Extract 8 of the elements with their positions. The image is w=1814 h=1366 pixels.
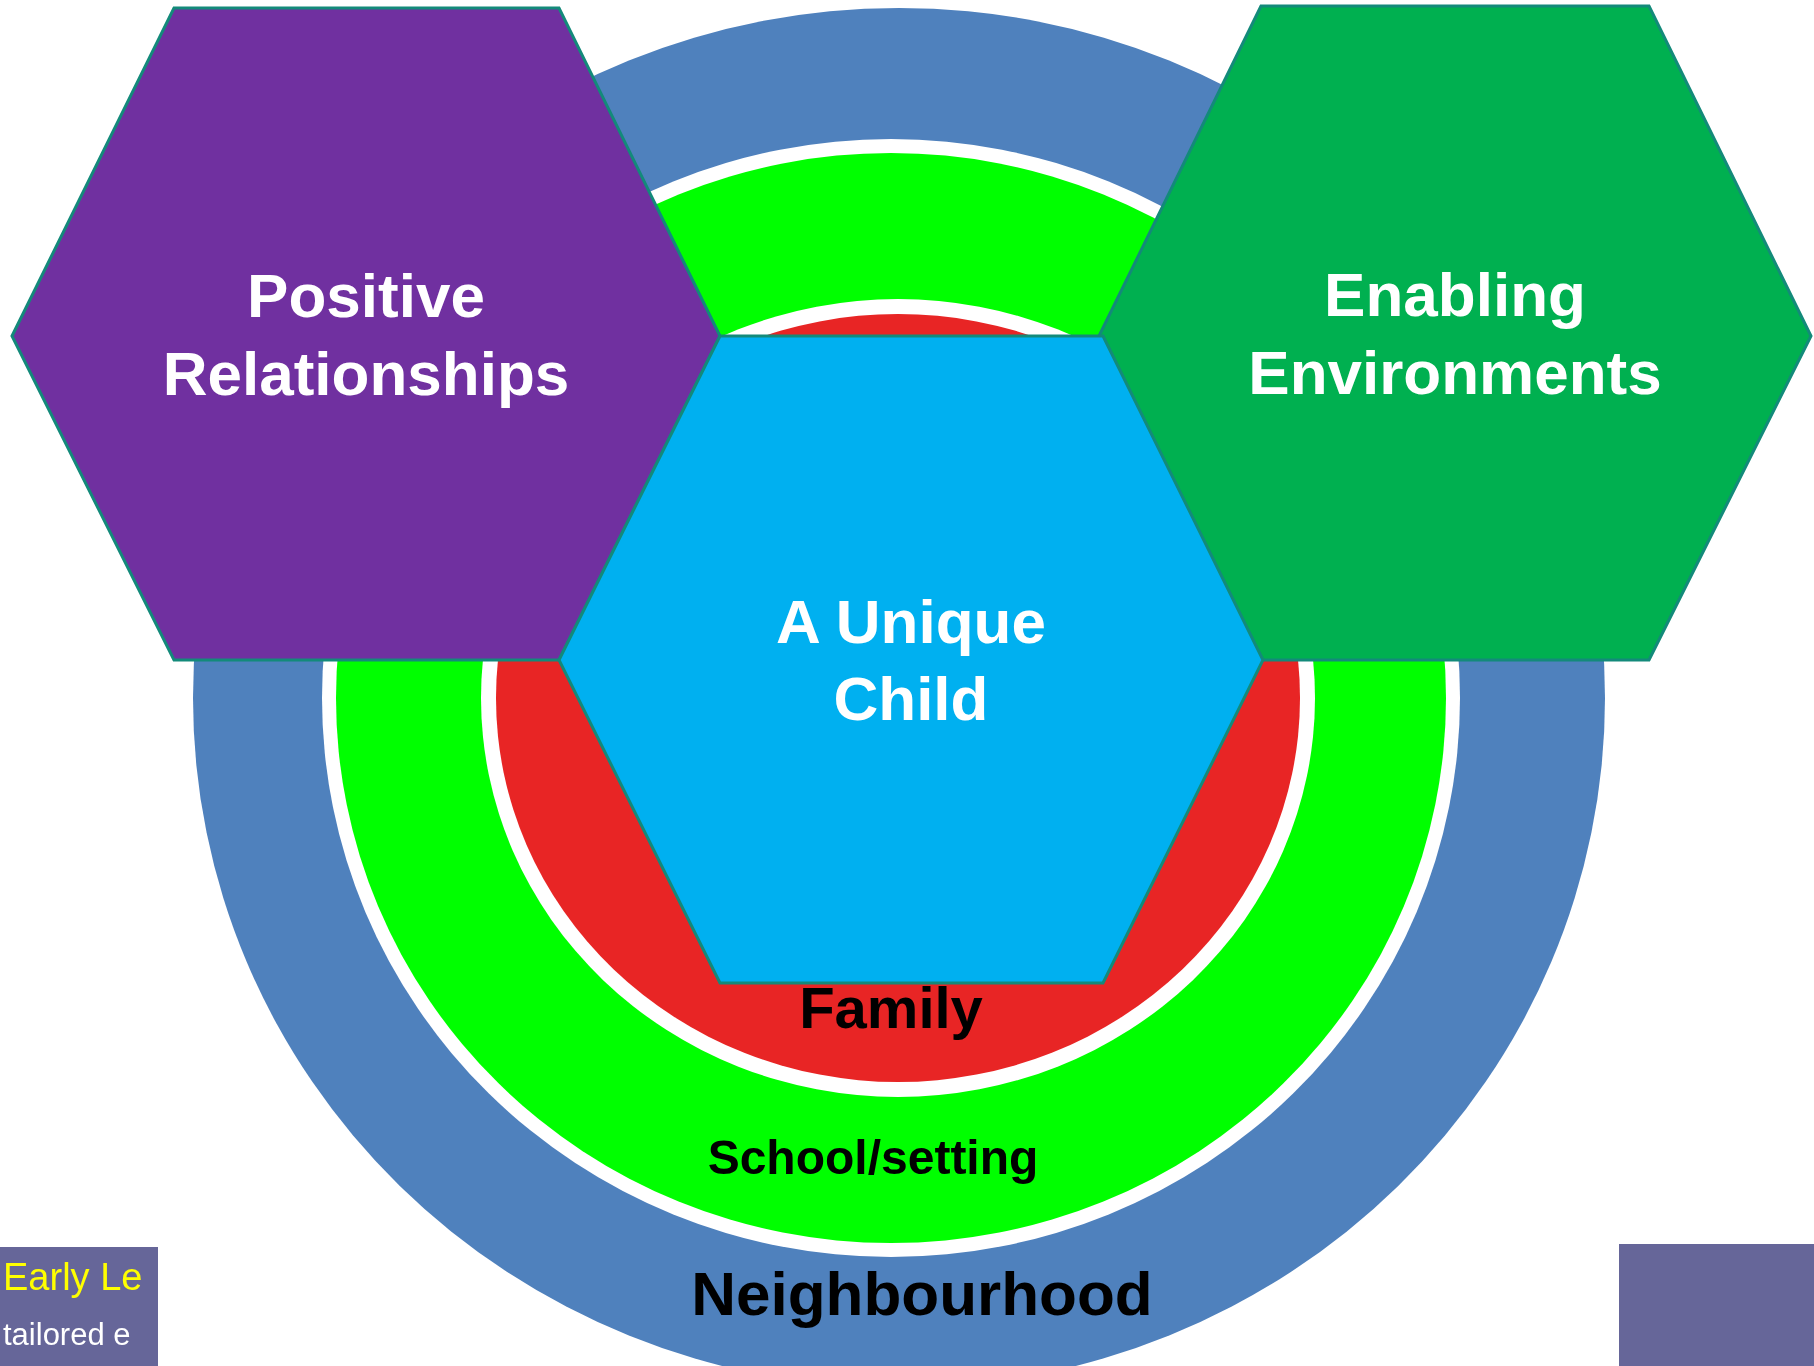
ring-label: Family [799,973,983,1041]
panel-heading: Early Le [3,1255,143,1299]
hexagon-label: A Unique Child [775,585,1047,735]
hexagon-label: Positive Relationships [161,259,571,410]
hexagon-label: Enabling Environments [1247,258,1663,408]
ring-label: School/setting [707,1129,1039,1185]
panel-text: tailored e [3,1317,131,1353]
ring-label: Neighbourhood [691,1257,1153,1329]
